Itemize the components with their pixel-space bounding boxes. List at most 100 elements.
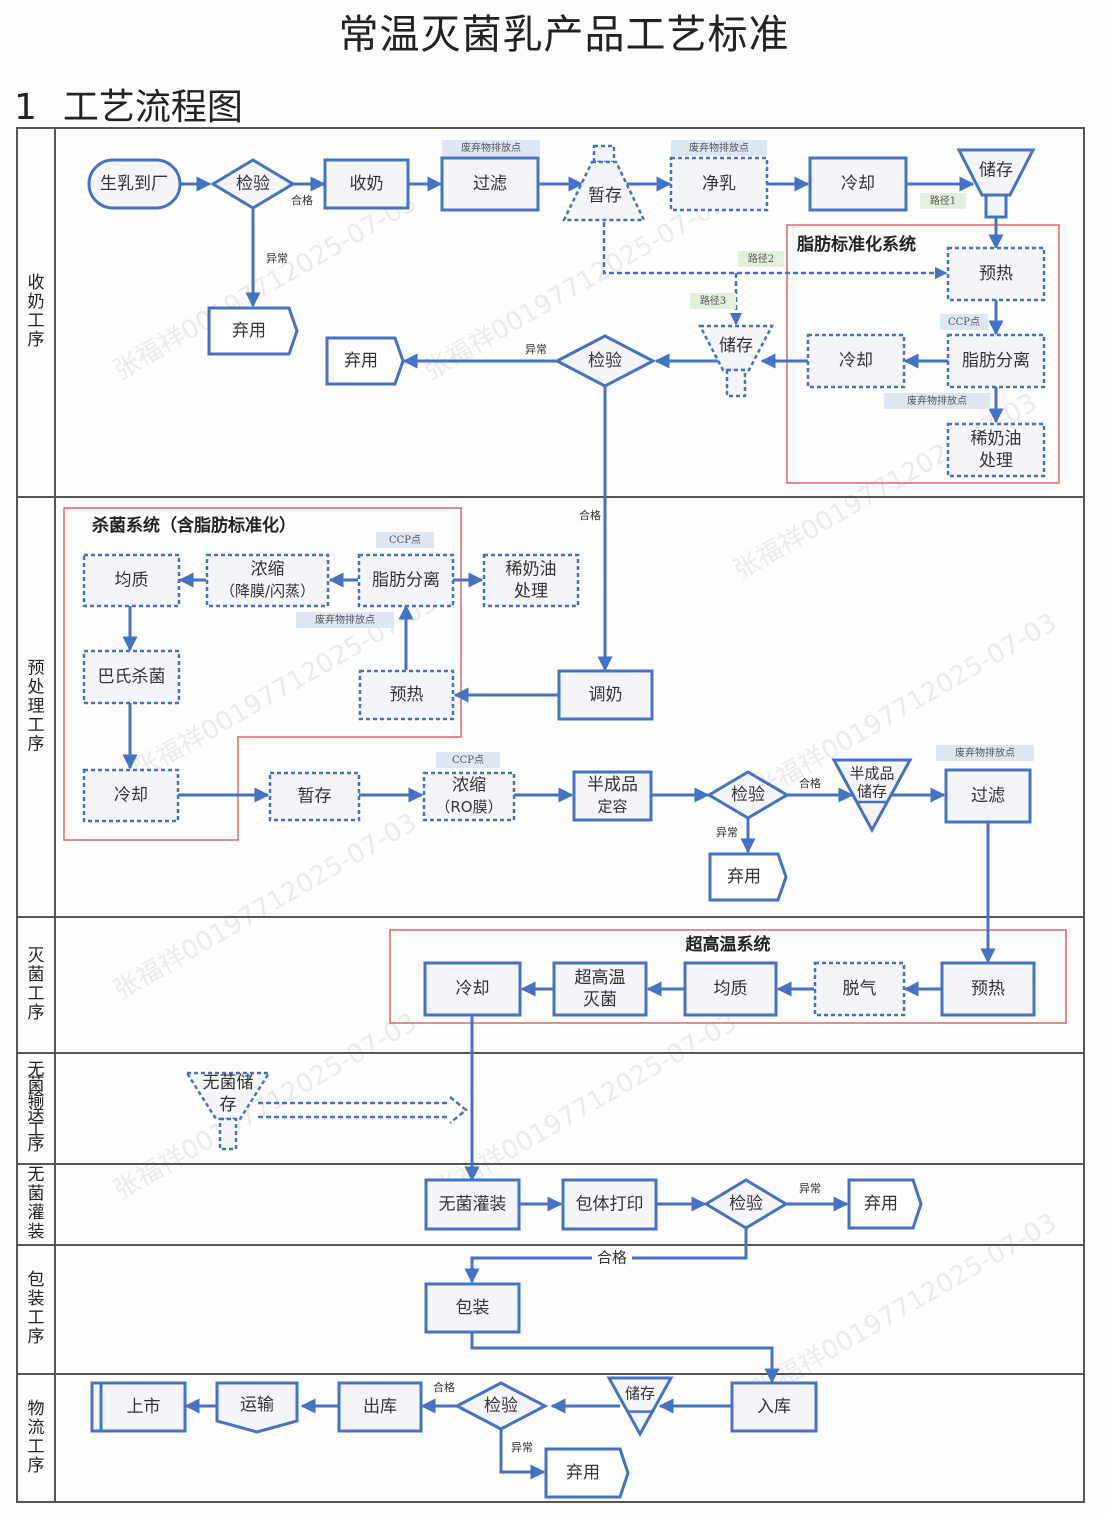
storage-node-2-shape <box>697 324 775 372</box>
node-label: 储存 <box>979 161 1013 181</box>
cool-node-3[interactable]: 冷却 <box>82 768 180 823</box>
warehouse-in-node[interactable]: 入库 <box>730 1381 818 1433</box>
storage-node-1[interactable]: 储存 <box>956 148 1036 219</box>
inspect-node-5[interactable]: 检验 <box>453 1381 549 1431</box>
document-title: 常温灭菌乳产品工艺标准 <box>338 12 790 58</box>
transport-node[interactable]: 运输 <box>215 1381 299 1434</box>
aseptic-fill-node[interactable]: 无菌灌装 <box>424 1178 521 1231</box>
cool-node-4[interactable]: 冷却 <box>423 961 522 1017</box>
inspect-node-3[interactable]: 检验 <box>706 770 790 820</box>
discard-node-4[interactable]: 弃用 <box>847 1178 923 1230</box>
edge-label-abnormal: 异常 <box>511 1441 533 1454</box>
lane-label-char: 包 <box>28 1270 45 1290</box>
receive-node[interactable]: 收奶 <box>323 158 410 210</box>
filter-node-1[interactable]: 过滤 <box>440 156 540 212</box>
edge-label-abnormal: 异常 <box>799 1182 821 1195</box>
storage-node-3[interactable]: 储存 <box>606 1376 674 1438</box>
node-label: 包装 <box>456 1298 490 1318</box>
fat-separation-node-2[interactable]: 脂肪分离 <box>357 553 455 608</box>
nodes: 生乳到厂检验收奶过滤暂存净乳冷却储存弃用预热脂肪分离冷却稀奶油处理储存检验弃用均… <box>82 144 1046 1499</box>
warehouse-out-node[interactable]: 出库 <box>337 1381 423 1433</box>
temp-store-node-2[interactable]: 暂存 <box>268 771 361 822</box>
node-label: 浓缩 <box>452 776 486 796</box>
node-label: 包体打印 <box>576 1195 644 1215</box>
concentrate-node-1[interactable]: 浓缩（降膜/闪蒸） <box>205 553 330 608</box>
node-label: 冷却 <box>839 351 873 371</box>
tag-label: CCP点 <box>389 534 421 546</box>
node-label: 检验 <box>484 1396 518 1416</box>
uht-preheat-node[interactable]: 预热 <box>940 961 1036 1017</box>
inspect-node-2[interactable]: 检验 <box>553 334 657 388</box>
inspect-node-5-shape <box>453 1381 549 1431</box>
lane-label-char: 处 <box>28 678 45 698</box>
blend-node[interactable]: 调奶 <box>557 669 654 721</box>
lane-label-char: 菌 <box>28 1075 45 1095</box>
discard-node-3[interactable]: 弃用 <box>708 852 788 902</box>
cool-node-2[interactable]: 冷却 <box>806 333 906 389</box>
filter-node-2[interactable]: 过滤 <box>944 768 1032 824</box>
uht-system-title: 超高温系统 <box>686 934 771 955</box>
market-node[interactable]: 上市 <box>90 1381 187 1433</box>
pack-node[interactable]: 包装 <box>424 1282 521 1334</box>
homogenize-node-1[interactable]: 均质 <box>82 553 181 608</box>
discard-node-2[interactable]: 弃用 <box>325 336 405 386</box>
lane-label-char: 无 <box>28 1060 45 1080</box>
temp-store-node-1[interactable]: 暂存 <box>562 144 646 222</box>
inspect-node-1-shape <box>210 158 296 210</box>
lane-label-char: 序 <box>28 330 45 350</box>
lane-label-char: 物 <box>28 1399 45 1419</box>
storage-node-2[interactable]: 储存 <box>697 324 775 398</box>
swimlane-table <box>16 127 1085 1503</box>
node-label: 检验 <box>731 785 765 805</box>
node-label: （降膜/闪蒸） <box>220 582 315 600</box>
node-label: 过滤 <box>971 786 1005 806</box>
degas-node[interactable]: 脱气 <box>813 961 906 1017</box>
node-label: 定容 <box>597 798 627 816</box>
cool-node-1[interactable]: 冷却 <box>808 156 908 212</box>
raw-milk-arrival-node[interactable]: 生乳到厂 <box>87 158 182 210</box>
transport-shape <box>215 1381 299 1434</box>
lane-label-char: 菌 <box>28 1184 45 1204</box>
clarify-node[interactable]: 净乳 <box>669 156 769 212</box>
watermark: 张福祥00197712025-07-03 <box>749 1208 1063 1406</box>
node-label: 储存 <box>719 336 753 356</box>
warehouse-in-node-shape <box>730 1381 818 1433</box>
tag-ccp: CCP点 <box>376 532 434 548</box>
tag-ccp: CCP点 <box>436 752 500 768</box>
preheat-node-1[interactable]: 预热 <box>946 246 1046 302</box>
tag-background <box>671 140 767 156</box>
edge <box>470 1332 780 1384</box>
package-print-node[interactable]: 包体打印 <box>561 1178 658 1231</box>
discard-node-1[interactable]: 弃用 <box>207 306 299 356</box>
pasteurize-node[interactable]: 巴氏杀菌 <box>82 649 181 705</box>
inspect-node-4[interactable]: 检验 <box>703 1178 789 1230</box>
lane-label-char: 序 <box>28 1327 45 1347</box>
watermark: 张福祥00197712025-07-03 <box>109 1008 423 1206</box>
preheat-node-2[interactable]: 预热 <box>358 669 455 721</box>
edge-label-abnormal: 异常 <box>716 826 738 839</box>
lane-label-char: 工 <box>28 1308 45 1328</box>
lane-label-char: 装 <box>28 1222 45 1242</box>
lane-label-char: 预 <box>28 659 45 679</box>
inspect-node-1[interactable]: 检验 <box>210 158 296 210</box>
fat-separation-node-1[interactable]: 脂肪分离 <box>946 333 1046 389</box>
concentrate-node-2[interactable]: 浓缩（RO膜） <box>422 771 516 822</box>
lane-label-char: 工 <box>28 1120 45 1140</box>
node-label: 弃用 <box>344 351 378 371</box>
homogenize-node-2[interactable]: 均质 <box>683 961 778 1017</box>
tag-background <box>376 532 434 548</box>
node-label: 预热 <box>979 264 1013 284</box>
node-label: 冷却 <box>456 979 490 999</box>
tag-background <box>436 752 500 768</box>
discard-node-5[interactable]: 弃用 <box>544 1447 630 1499</box>
